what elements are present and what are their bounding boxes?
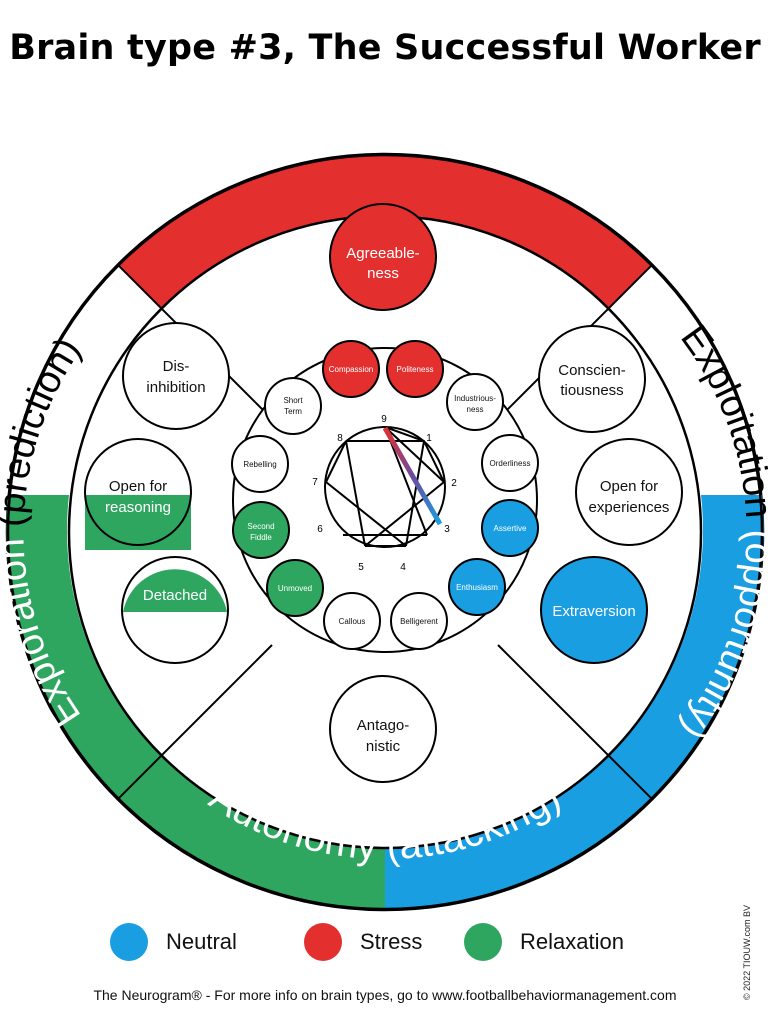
svg-text:Short: Short bbox=[283, 396, 303, 405]
svg-text:Assertive: Assertive bbox=[494, 524, 527, 533]
svg-text:7: 7 bbox=[312, 477, 318, 488]
svg-text:Open for: Open for bbox=[600, 478, 658, 495]
node-second-fiddle: Second Fiddle bbox=[232, 501, 290, 559]
node-enthusiasm: Enthusiasm bbox=[448, 558, 506, 616]
copyright-text: © 2022 TIOUW.com BV bbox=[742, 905, 752, 1000]
legend-stress: Stress bbox=[304, 922, 422, 962]
svg-text:Unmoved: Unmoved bbox=[278, 584, 312, 593]
node-unmoved: Unmoved bbox=[266, 559, 324, 617]
path-9-to-3 bbox=[382, 426, 443, 526]
node-belligerent: Belligerent bbox=[390, 592, 448, 650]
trait-open-for-experiences: Open for experiences bbox=[575, 438, 683, 546]
svg-text:Politeness: Politeness bbox=[397, 365, 434, 374]
svg-text:Orderliness: Orderliness bbox=[490, 459, 531, 468]
svg-text:3: 3 bbox=[444, 524, 450, 535]
svg-text:Agreeable-: Agreeable- bbox=[346, 245, 419, 262]
svg-text:ness: ness bbox=[467, 405, 484, 414]
svg-text:6: 6 bbox=[317, 524, 323, 535]
svg-text:1: 1 bbox=[426, 433, 432, 444]
trait-agreeableness: Agreeable- ness bbox=[329, 203, 437, 311]
footer-text: The Neurogram® - For more info on brain … bbox=[93, 987, 677, 1003]
svg-text:Extraversion: Extraversion bbox=[552, 603, 635, 620]
legend-relaxation: Relaxation bbox=[464, 922, 624, 962]
svg-text:5: 5 bbox=[358, 562, 364, 573]
legend-stress-label: Stress bbox=[360, 929, 423, 954]
svg-text:Open for: Open for bbox=[109, 478, 167, 495]
svg-text:Belligerent: Belligerent bbox=[400, 617, 439, 626]
node-industriousness: Industrious- ness bbox=[446, 373, 504, 431]
svg-text:Industrious-: Industrious- bbox=[454, 394, 496, 403]
trait-antagonistic: Antago- nistic bbox=[329, 675, 437, 783]
legend-relaxation-label: Relaxation bbox=[520, 929, 624, 954]
node-orderliness: Orderliness bbox=[481, 434, 539, 492]
svg-text:experiences: experiences bbox=[589, 499, 670, 516]
svg-text:2: 2 bbox=[451, 478, 457, 489]
svg-text:Rebelling: Rebelling bbox=[243, 460, 276, 469]
svg-text:Enthusiasm: Enthusiasm bbox=[456, 583, 498, 592]
enneagram-numbers: 9 1 2 3 4 5 6 7 8 bbox=[312, 414, 457, 573]
trait-disinhibition: Dis- inhibition bbox=[122, 322, 230, 430]
trait-conscientiousness: Conscien- tiousness bbox=[538, 325, 646, 433]
trait-detached: Detached bbox=[121, 556, 229, 664]
svg-text:nistic: nistic bbox=[366, 738, 401, 755]
svg-text:Antago-: Antago- bbox=[357, 717, 410, 734]
node-short-term: Short Term bbox=[264, 377, 322, 435]
svg-text:Detached: Detached bbox=[143, 587, 207, 604]
svg-text:Second: Second bbox=[247, 522, 274, 531]
svg-text:Term: Term bbox=[284, 407, 302, 416]
trait-open-for-reasoning: Open for reasoning bbox=[84, 438, 192, 550]
svg-text:reasoning: reasoning bbox=[105, 499, 171, 516]
legend-neutral: Neutral bbox=[110, 922, 237, 962]
page-title: Brain type #3, The Successful Worker bbox=[9, 28, 761, 68]
svg-text:9: 9 bbox=[381, 414, 387, 425]
node-rebelling: Rebelling bbox=[231, 435, 289, 493]
svg-text:Compassion: Compassion bbox=[329, 365, 373, 374]
legend-neutral-label: Neutral bbox=[166, 929, 237, 954]
node-callous: Callous bbox=[323, 592, 381, 650]
svg-text:tiousness: tiousness bbox=[560, 382, 623, 399]
node-assertive: Assertive bbox=[481, 499, 539, 557]
svg-text:8: 8 bbox=[337, 433, 343, 444]
svg-text:4: 4 bbox=[400, 562, 406, 573]
svg-text:Fiddle: Fiddle bbox=[250, 533, 272, 542]
svg-text:Dis-: Dis- bbox=[163, 358, 190, 375]
stress-color-dot bbox=[304, 923, 342, 961]
node-politeness: Politeness bbox=[386, 340, 444, 398]
node-compassion: Compassion bbox=[322, 340, 380, 398]
enneagram-lines bbox=[325, 426, 445, 547]
svg-text:Conscien-: Conscien- bbox=[558, 362, 626, 379]
svg-text:ness: ness bbox=[367, 265, 399, 282]
svg-text:inhibition: inhibition bbox=[146, 379, 205, 396]
trait-extraversion: Extraversion bbox=[540, 556, 648, 664]
svg-text:Callous: Callous bbox=[339, 617, 366, 626]
neutral-color-dot bbox=[110, 923, 148, 961]
relaxation-color-dot bbox=[464, 923, 502, 961]
